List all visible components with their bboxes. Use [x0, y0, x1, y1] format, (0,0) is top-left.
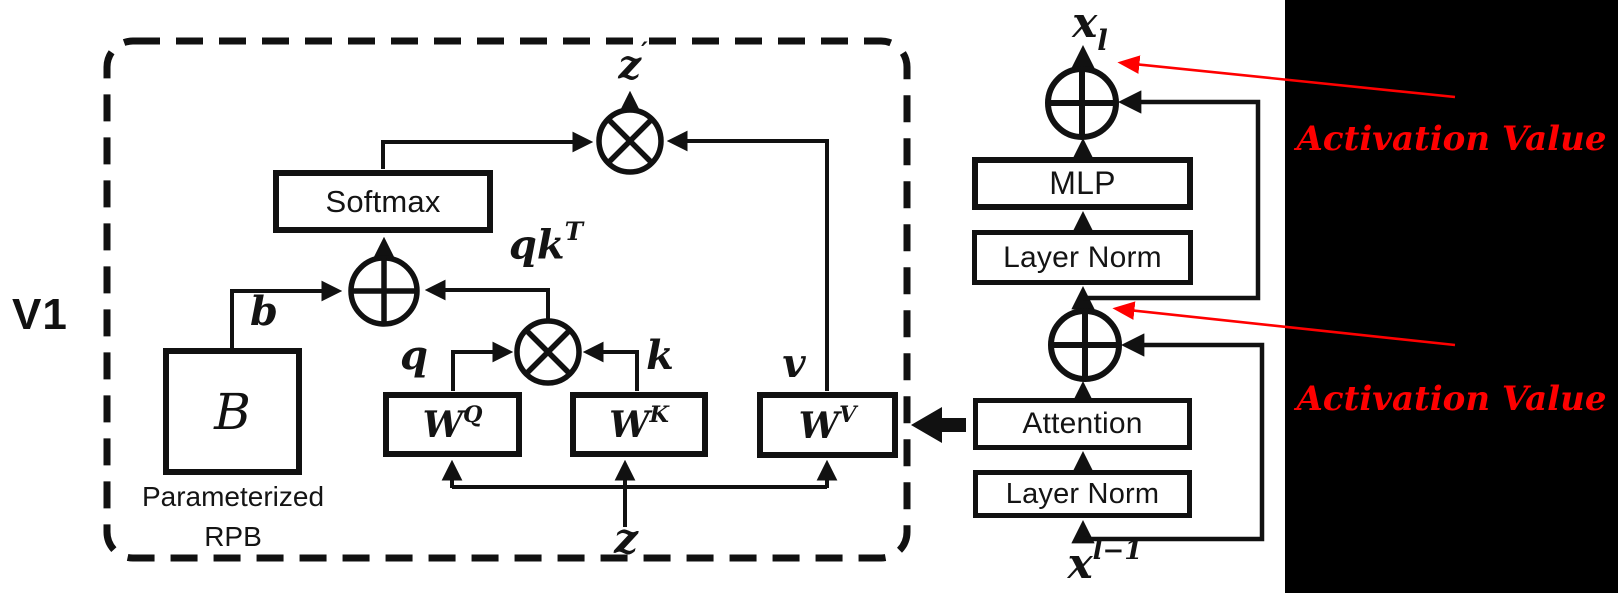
circle-plus-icon — [1048, 308, 1122, 382]
label-x-in: xl−1 — [1040, 538, 1170, 588]
circle-times-icon — [514, 318, 582, 386]
softmax-label: Softmax — [325, 183, 441, 219]
wq-label: WQ — [422, 404, 483, 446]
label-qkt: qkT — [496, 219, 596, 269]
wv-sup: V — [839, 402, 857, 429]
annotation-activation-value-top: Activation Value — [1296, 119, 1607, 159]
label-z-out: z′ — [608, 39, 658, 89]
wire-softmax-to-mult — [381, 131, 594, 169]
annotation-activation-value-bottom: Activation Value — [1296, 379, 1607, 419]
annotation-panel: Activation Value Activation Value — [1285, 0, 1618, 593]
wq-base: W — [422, 404, 463, 446]
layer-norm-top-box: Layer Norm — [972, 230, 1193, 285]
wire-qkt-to-add — [424, 279, 550, 319]
rpb-caption-line1: Parameterized — [141, 481, 325, 512]
version-label: V1 — [12, 290, 68, 339]
circle-plus-icon — [1045, 66, 1119, 140]
rpb-caption: Parameterized RPB — [118, 477, 348, 557]
rpb-caption-line2: RPB — [204, 520, 262, 552]
circle-plus-icon — [348, 255, 420, 327]
mlp-box: MLP — [972, 157, 1193, 210]
layer-norm-top-label: Layer Norm — [1003, 240, 1162, 274]
label-qkt-sup: T — [564, 217, 584, 247]
softmax-box: Softmax — [273, 170, 493, 233]
mlp-label: MLP — [1049, 165, 1116, 201]
label-v: v — [782, 340, 806, 387]
layer-norm-bottom-label: Layer Norm — [1005, 477, 1160, 510]
attention-to-wv-arrow — [911, 407, 966, 443]
wv-box: WV — [757, 392, 898, 458]
attention-box: Attention — [973, 398, 1192, 450]
b-matrix-box: B — [163, 348, 302, 475]
label-x-in-sup: l−1 — [1092, 536, 1143, 567]
label-x-out-base: x — [1072, 0, 1098, 47]
label-x-in-base: x — [1067, 539, 1093, 588]
attention-label: Attention — [1022, 407, 1143, 440]
label-z-out-base: z — [618, 41, 642, 89]
wire-k-to-mult — [582, 341, 639, 391]
circle-times-icon — [596, 107, 664, 175]
label-x-out-sub: l — [1097, 23, 1108, 57]
label-b: b — [250, 288, 278, 335]
label-x-out: xl — [1050, 0, 1130, 55]
wk-box: WK — [570, 392, 708, 457]
layer-norm-bottom-box: Layer Norm — [973, 470, 1192, 518]
wq-box: WQ — [383, 392, 522, 457]
label-qkt-base: qk — [508, 221, 565, 269]
wire-q-to-mult — [451, 341, 514, 391]
wq-sup: Q — [463, 401, 483, 428]
wv-base: W — [798, 404, 840, 447]
label-z: z — [614, 514, 638, 563]
wk-label: WK — [609, 404, 669, 446]
left-connectors — [230, 90, 838, 527]
wk-base: W — [609, 404, 650, 446]
label-q: q — [400, 332, 428, 379]
label-k: k — [646, 332, 674, 379]
wv-label: WV — [798, 404, 857, 447]
wk-sup: K — [649, 401, 669, 428]
label-z-out-prime: ′ — [641, 37, 648, 67]
b-matrix-label: B — [214, 382, 251, 441]
